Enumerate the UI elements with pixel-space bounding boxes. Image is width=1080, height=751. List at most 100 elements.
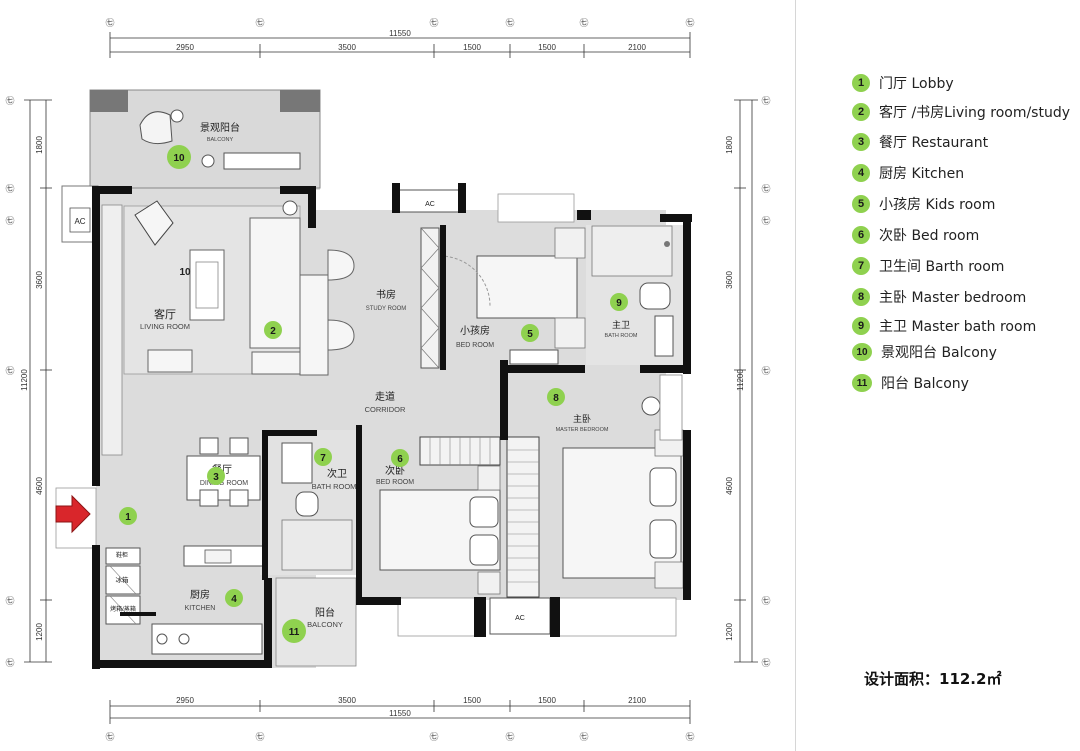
dimension-total-top: 11550 (389, 29, 411, 38)
legend-item: 1 门厅 Lobby (852, 72, 954, 94)
room-label-en: BED ROOM (376, 479, 414, 486)
room-label-cn: 阳台 (315, 606, 335, 619)
legend-item: 4 厨房 Kitchen (852, 162, 964, 184)
dimension-segment: 1200 (725, 623, 734, 641)
legend-item: 8 主卧 Master bedroom (852, 286, 1026, 308)
grid-marker: ㊆ (761, 366, 770, 376)
legend-badge: 7 (852, 257, 870, 275)
design-area-label: 设计面积：112.2㎡ (864, 670, 1002, 688)
legend-badge: 11 (852, 374, 872, 392)
badge-11: 11 (289, 627, 300, 638)
legend-label: 阳台 Balcony (881, 376, 969, 392)
dimension-segment: 2950 (176, 696, 194, 705)
room-label-cn: 小孩房 (460, 324, 490, 337)
badge-1: 1 (125, 512, 131, 523)
grid-marker: ㊆ (505, 732, 514, 742)
grid-marker: ㊆ (5, 184, 14, 194)
legend-badge: 5 (852, 195, 870, 213)
master-bath-furniture (591, 225, 674, 357)
grid-marker: ㊆ (761, 216, 770, 226)
grid-marker: ㊆ (579, 732, 588, 742)
dimension-segment: 4600 (725, 477, 734, 495)
room-label-cn: 走道 (375, 390, 395, 403)
legend-label: 厨房 Kitchen (879, 166, 965, 182)
room-label-en: CORRIDOR (365, 405, 406, 414)
badge-2: 2 (270, 326, 276, 337)
legend-label: 景观阳台 Balcony (881, 345, 997, 361)
legend-item: 7 卫生间 Barth room (852, 255, 1004, 277)
grid-marker: ㊆ (505, 18, 514, 28)
legend-label: 客厅 /书房Living room/study (879, 105, 1071, 121)
fridge-label: 冰箱 (116, 575, 130, 584)
legend-label: 卫生间 Barth room (879, 259, 1005, 275)
dimension-total-bottom: 11550 (389, 709, 411, 718)
room-label-en: BED ROOM (456, 342, 494, 349)
grid-marker: ㊆ (579, 18, 588, 28)
dimension-segment: 1500 (463, 43, 481, 52)
room-label-en: BALCONY (307, 620, 343, 629)
dimension-segment: 2100 (628, 696, 646, 705)
legend-item: 9 主卫 Master bath room (852, 315, 1036, 337)
dimension-lines (24, 32, 758, 724)
living-number-label: 10 (179, 267, 191, 278)
grid-marker: ㊆ (5, 216, 14, 226)
dining-furniture (186, 437, 261, 507)
dimension-segment: 3500 (338, 696, 356, 705)
room-label-cn: 厨房 (190, 588, 210, 601)
dimension-segment: 3500 (338, 43, 356, 52)
badge-8: 8 (553, 393, 559, 404)
room-badges: 10 2 5 9 8 3 7 6 1 4 11 (119, 145, 628, 643)
legend-badge: 9 (852, 317, 870, 335)
legend-badge: 3 (852, 133, 870, 151)
legend-item: 3 餐厅 Restaurant (852, 131, 988, 153)
legend-label: 门厅 Lobby (879, 76, 954, 92)
dimension-segment: 3600 (35, 271, 44, 289)
grid-marker: ㊆ (685, 18, 694, 28)
grid-marker: ㊆ (761, 658, 770, 668)
dimension-segment: 4600 (35, 477, 44, 495)
room-label-en: MASTER BEDROOM (556, 427, 609, 433)
legend-badge: 8 (852, 288, 870, 306)
dimension-segment: 1800 (725, 136, 734, 154)
badge-7: 7 (320, 453, 326, 464)
ac-label: AC (425, 201, 435, 208)
room-label-cn: 主卧 (573, 413, 591, 424)
dimension-segment: 1500 (538, 43, 556, 52)
room-label-en: STUDY ROOM (366, 306, 407, 312)
legend-badge: 2 (852, 103, 870, 121)
badge-9: 9 (616, 298, 622, 309)
study-furniture (299, 227, 440, 376)
dimension-total-right: 11200 (736, 369, 745, 391)
room-label-en: KITCHEN (185, 605, 216, 612)
room-label-cn: 书房 (376, 288, 396, 301)
grid-marker: ㊆ (5, 96, 14, 106)
legend-badge: 4 (852, 164, 870, 182)
dimension-total-left: 11200 (20, 369, 29, 391)
grid-marker: ㊆ (255, 18, 264, 28)
grid-marker: ㊆ (5, 596, 14, 606)
legend-label: 小孩房 Kids room (879, 197, 996, 213)
grid-marker: ㊆ (429, 18, 438, 28)
master-furniture (419, 374, 684, 598)
ac-label: AC (515, 615, 525, 622)
legend-item: 10 景观阳台 Balcony (852, 341, 997, 363)
grid-marker: ㊆ (255, 732, 264, 742)
badge-4: 4 (231, 594, 237, 605)
grid-marker: ㊆ (761, 184, 770, 194)
legend-label: 次卧 Bed room (879, 228, 980, 244)
bath2-furniture (281, 442, 353, 571)
grid-marker: ㊆ (105, 18, 114, 28)
dimension-segment: 1500 (538, 696, 556, 705)
grid-marker: ㊆ (429, 732, 438, 742)
badge-3: 3 (213, 472, 219, 483)
room-label-en: BALCONY (207, 137, 234, 143)
view-balcony (89, 89, 321, 189)
badge-5: 5 (527, 329, 533, 340)
legend-label: 餐厅 Restaurant (879, 135, 989, 151)
kids-furniture (439, 227, 586, 365)
kitchen-furniture (105, 545, 265, 655)
grid-marker: ㊆ (5, 366, 14, 376)
badge-10: 10 (173, 153, 185, 164)
dimension-segment: 2100 (628, 43, 646, 52)
badge-6: 6 (397, 454, 403, 465)
